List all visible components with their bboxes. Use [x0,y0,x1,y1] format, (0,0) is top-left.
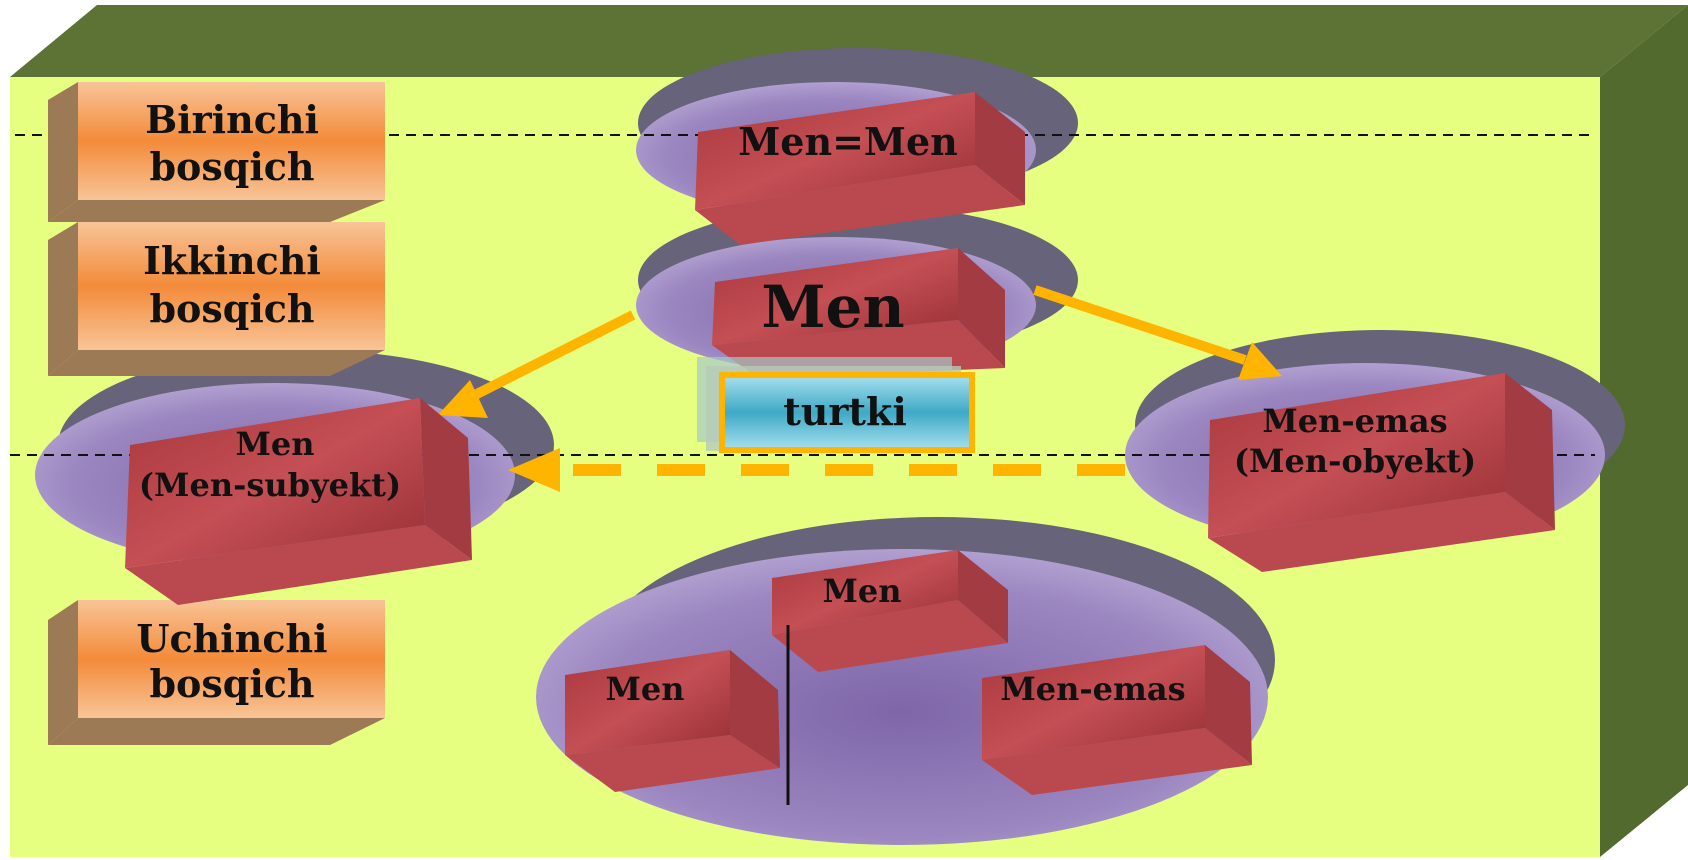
node-synthesis-left: Men [605,670,684,708]
stage-third-line1: Uchinchi [136,616,327,661]
stage-box-second: Ikkinchi bosqich [48,222,385,376]
arrow-object-to-subject-dashed [508,448,1125,492]
brick-synthesis-right: Men-emas [982,645,1252,795]
stage-first-line1: Birinchi [145,97,319,142]
arrow-self-to-object [1033,285,1282,380]
stage-third-line2: bosqich [149,661,314,706]
arrow-self-to-subject [438,310,636,418]
frame-right [1600,5,1688,857]
node-object-line2: (Men-obyekt) [1234,442,1476,480]
brick-identity: Men=Men [695,92,1025,245]
brick-subject: Men (Men-subyekt) [125,398,472,605]
node-self: Men [761,273,904,341]
stage-second-line1: Ikkinchi [143,238,321,283]
stage-box-first: Birinchi bosqich [48,82,385,222]
impulse-box: turtki [697,357,975,453]
node-object-line1: Men-emas [1262,402,1447,440]
node-synthesis-right: Men-emas [1000,670,1185,708]
node-identity: Men=Men [738,119,958,164]
stage-first-line2: bosqich [149,144,314,189]
brick-synthesis-top: Men [772,550,1008,672]
node-subject-line1: Men [235,425,314,463]
brick-object: Men-emas (Men-obyekt) [1208,373,1555,572]
stage-box-third: Uchinchi bosqich [48,600,385,745]
node-synthesis-top: Men [822,572,901,610]
frame-top [10,5,1688,77]
node-impulse: turtki [783,389,907,434]
stage-second-line2: bosqich [149,286,314,331]
brick-synthesis-left: Men [565,650,780,792]
node-subject-line2: (Men-subyekt) [139,466,401,504]
